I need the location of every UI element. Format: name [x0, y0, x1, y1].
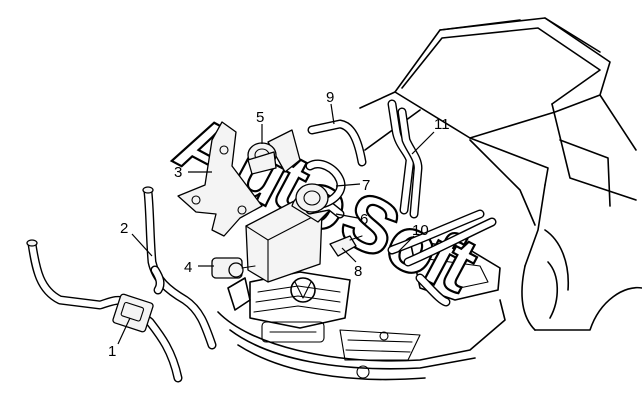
part-4-valve	[211, 257, 256, 279]
leader-9	[330, 103, 335, 125]
leader-8	[341, 247, 357, 263]
callout-3: 3	[174, 164, 182, 181]
callout-4: 4	[184, 259, 192, 276]
part-8-sensor	[329, 235, 363, 257]
part-3-bracket	[177, 121, 301, 237]
part-2-hose	[142, 186, 217, 350]
part-1-coolant-pipe	[26, 239, 183, 383]
leader-lines	[117, 103, 435, 345]
leader-7	[335, 183, 361, 187]
callouts: 1 2 3 4 5 6 7 8 9 10 11	[108, 89, 450, 360]
callout-9: 9	[326, 89, 334, 106]
callout-5: 5	[256, 109, 264, 126]
callout-10: 10	[412, 222, 429, 239]
part-11-pipe	[387, 99, 423, 219]
leader-1	[117, 317, 131, 345]
leader-6	[335, 213, 359, 219]
leader-10	[397, 235, 415, 253]
part-10-hose	[387, 209, 497, 307]
part-7-hose	[295, 159, 346, 213]
callout-2: 2	[120, 220, 128, 237]
part-9-hose	[307, 119, 367, 167]
callout-11: 11	[434, 116, 450, 133]
part-5-pump	[247, 142, 277, 175]
callout-1: 1	[108, 343, 116, 360]
leader-2	[131, 233, 153, 257]
callout-7: 7	[362, 177, 370, 194]
callout-6: 6	[360, 211, 368, 228]
leader-11	[411, 131, 435, 155]
callout-8: 8	[354, 263, 362, 280]
vehicle-outline	[217, 17, 642, 381]
